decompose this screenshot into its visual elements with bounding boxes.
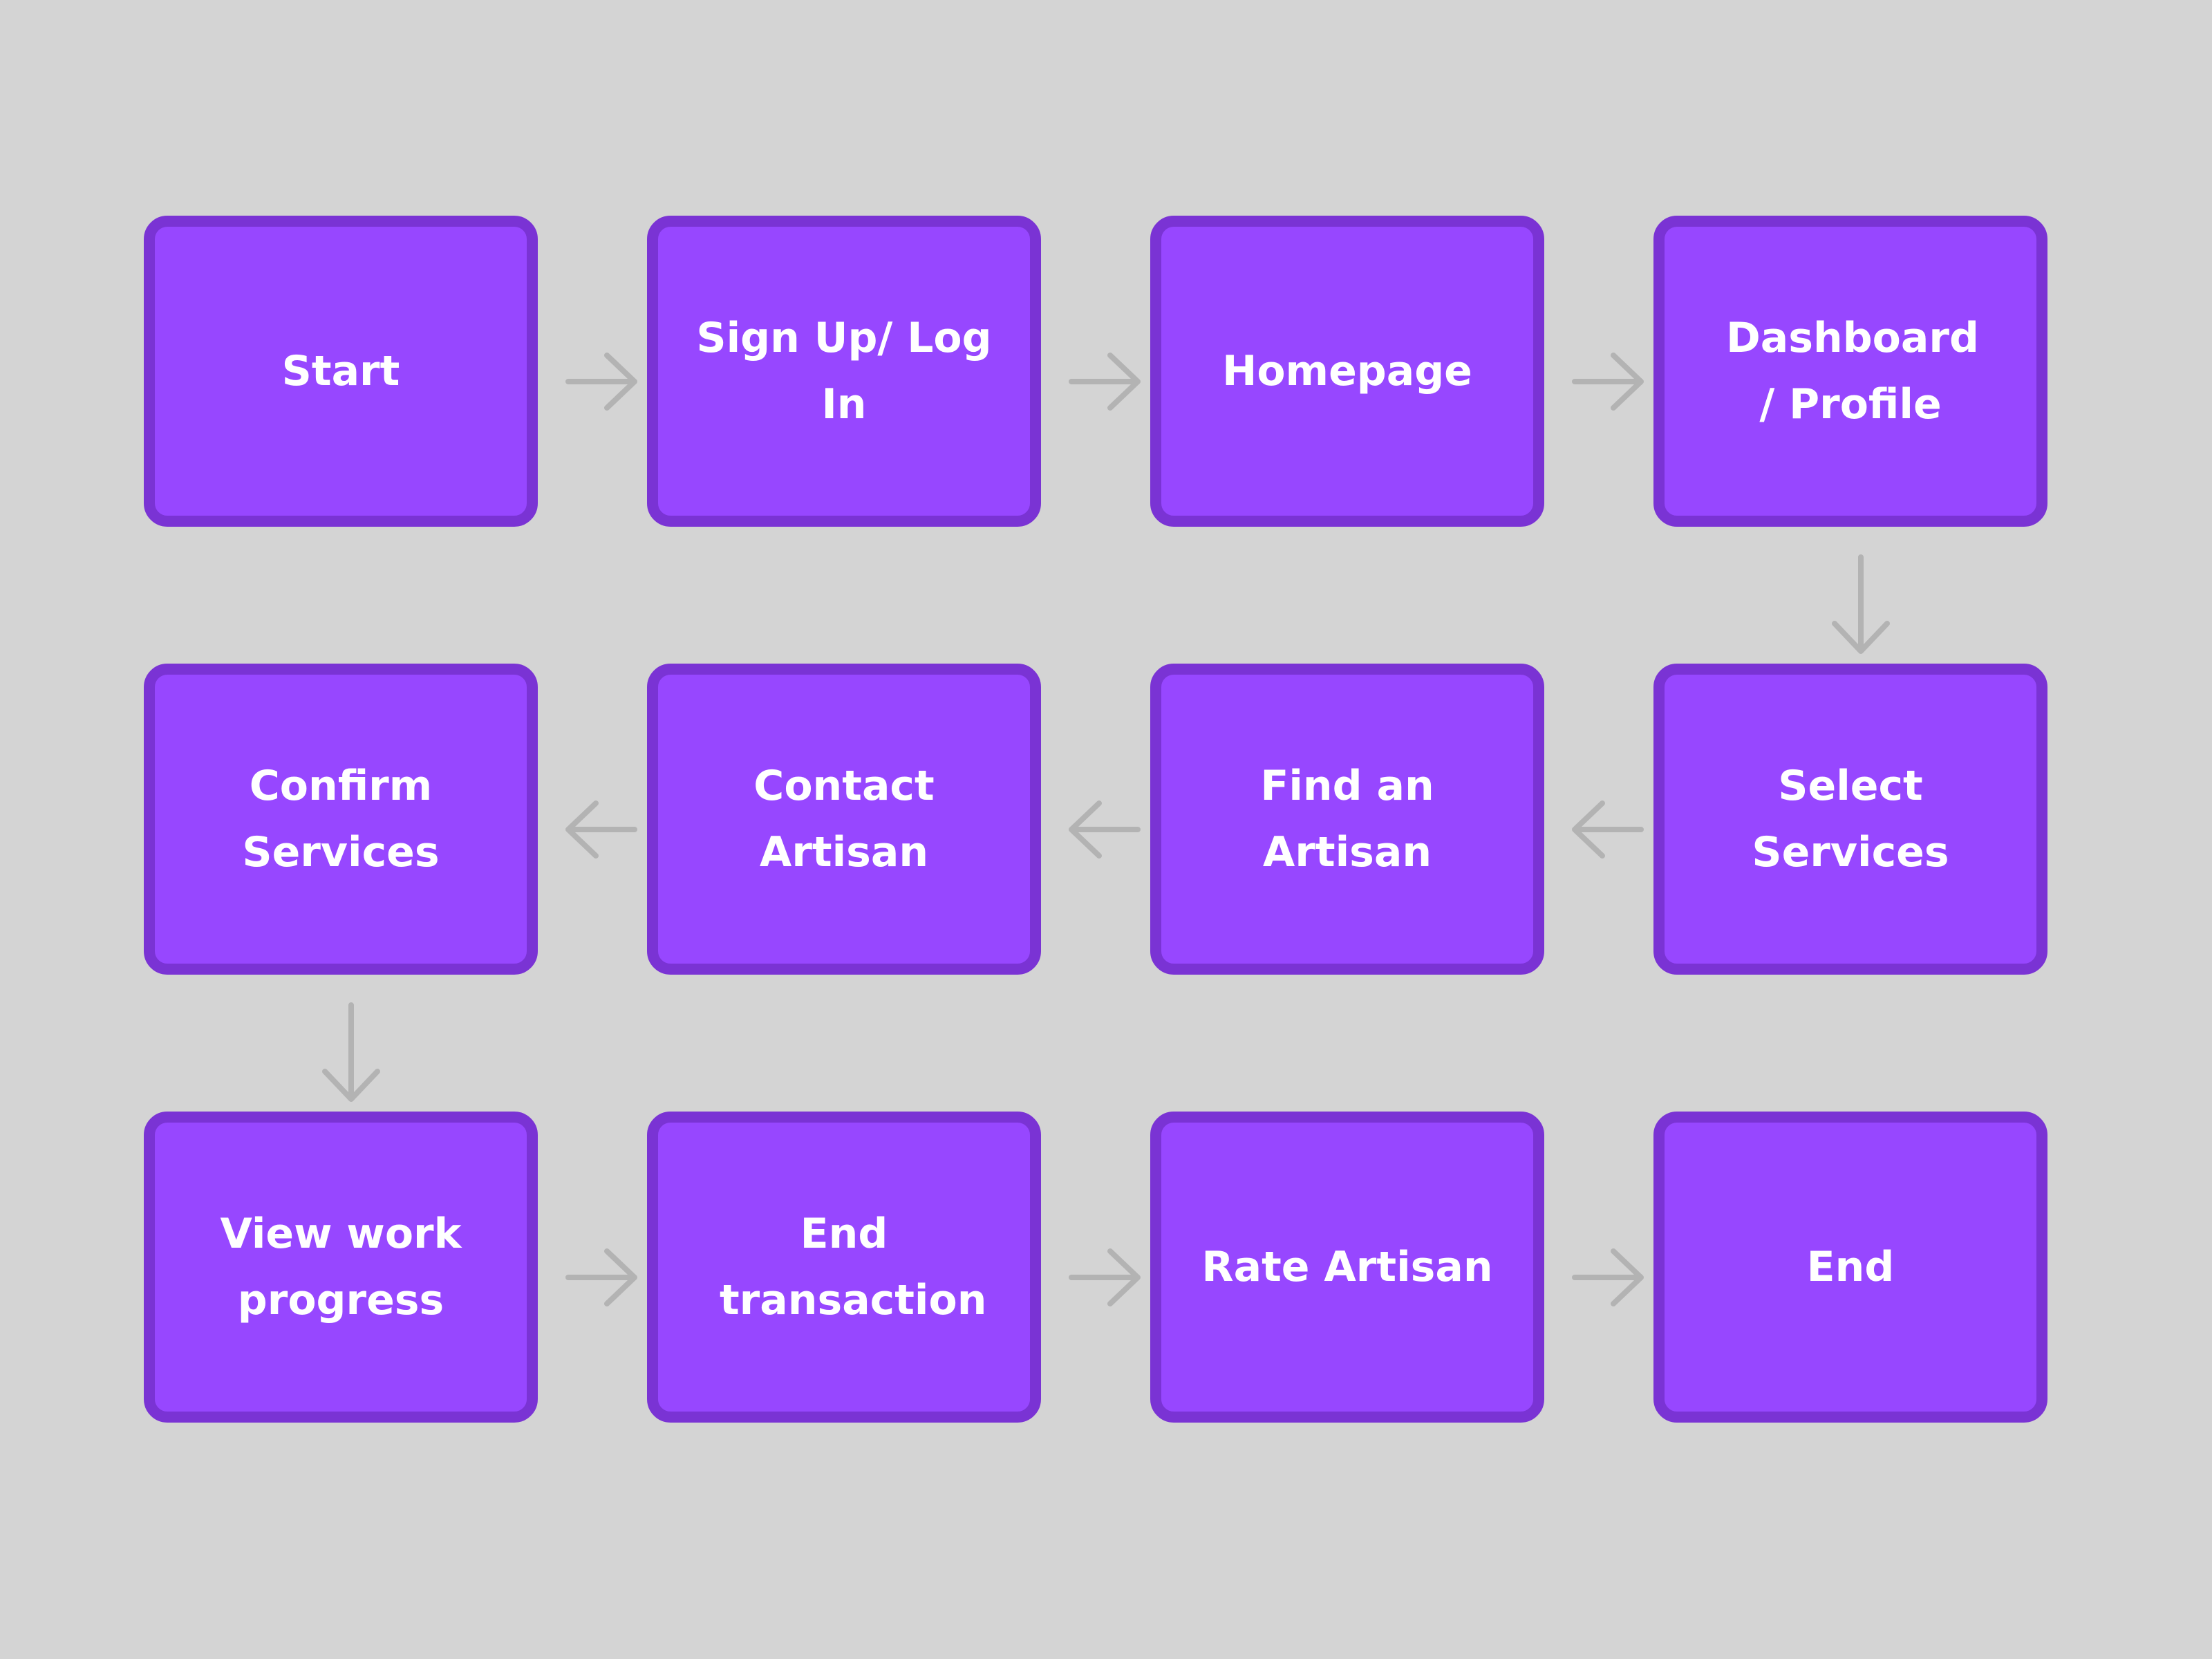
node-label-homepage: Homepage (1222, 347, 1472, 395)
arrow-sign-up-to-homepage (1069, 353, 1141, 411)
node-label-find-an-artisan: Find an Artisan (1260, 762, 1434, 877)
arrow-select-services-to-find-artisan (1572, 800, 1644, 859)
node-confirm-services: Confirm Services (144, 664, 538, 975)
arrow-contact-artisan-to-confirm-services (565, 800, 637, 859)
node-end: End (1653, 1112, 2047, 1423)
node-label-end-transaction: End transaction (720, 1210, 987, 1324)
arrow-homepage-to-dashboard (1572, 353, 1644, 411)
arrow-start-to-sign-up (565, 353, 637, 411)
node-find-an-artisan: Find an Artisan (1150, 664, 1544, 975)
arrow-rate-artisan-to-end (1572, 1248, 1644, 1306)
node-label-start: Start (281, 347, 400, 395)
node-view-work-progress: View work progress (144, 1112, 538, 1423)
node-label-end: End (1806, 1243, 1895, 1291)
node-homepage: Homepage (1150, 216, 1544, 527)
arrow-find-artisan-to-contact-artisan (1069, 800, 1141, 859)
node-label-sign-up-log-in: Sign Up/ Log In (696, 314, 992, 429)
arrow-dashboard-to-select-services (1832, 554, 1890, 654)
arrow-end-transaction-to-rate-artisan (1069, 1248, 1141, 1306)
node-end-transaction: End transaction (647, 1112, 1041, 1423)
node-sign-up-log-in: Sign Up/ Log In (647, 216, 1041, 527)
node-select-services: Select Services (1653, 664, 2047, 975)
node-rate-artisan: Rate Artisan (1150, 1112, 1544, 1423)
arrow-view-work-progress-to-end-transaction (565, 1248, 637, 1306)
node-label-dashboard-profile: Dashboard / Profile (1726, 314, 1979, 429)
node-dashboard-profile: Dashboard / Profile (1653, 216, 2047, 527)
node-label-select-services: Select Services (1752, 762, 1949, 877)
node-label-confirm-services: Confirm Services (242, 762, 440, 877)
node-label-rate-artisan: Rate Artisan (1201, 1243, 1493, 1291)
node-contact-artisan: Contact Artisan (647, 664, 1041, 975)
arrow-confirm-services-to-view-work-progress (322, 1002, 380, 1102)
node-start: Start (144, 216, 538, 527)
node-label-contact-artisan: Contact Artisan (753, 762, 935, 877)
node-label-view-work-progress: View work progress (220, 1210, 462, 1324)
